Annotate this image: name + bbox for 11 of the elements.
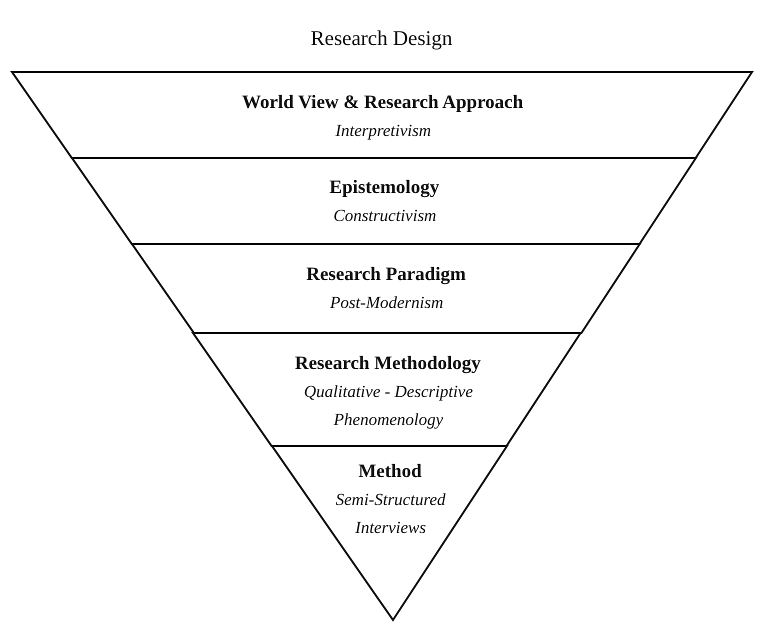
band-subtitle: Post-Modernism [328,292,444,314]
band-heading: World View & Research Approach [241,91,524,115]
band-heading: Research Paradigm [305,263,467,287]
band-subtitle: Qualitative - Descriptive Phenomenology [302,381,474,431]
diagram-title: Research Design [310,26,454,51]
band-heading: Research Methodology [294,352,482,376]
band-subtitle: Semi-Structured Interviews [334,489,446,539]
band-subtitle: Constructivism [332,205,438,227]
band-heading: Method [357,460,423,484]
band-heading: Epistemology [328,176,440,200]
band-subtitle: Interpretivism [334,120,432,142]
